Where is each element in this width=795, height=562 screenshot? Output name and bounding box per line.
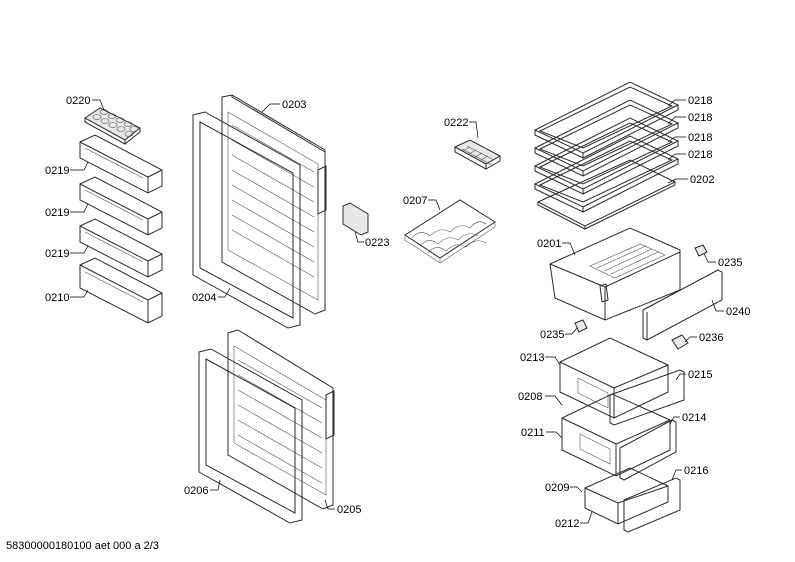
drawer-front-0215: [609, 369, 685, 426]
callout-0209: 0209: [545, 482, 569, 494]
callout-0208: 0208: [518, 391, 542, 403]
door-shelf-0219-top: [79, 134, 163, 194]
leader-lines: [70, 99, 724, 524]
part-0223: [342, 202, 369, 236]
callout-0215: 0215: [688, 369, 712, 381]
callout-0218-1: 0218: [688, 95, 712, 107]
callout-0240: 0240: [726, 306, 750, 318]
crisper-drawer-0201: [549, 227, 681, 321]
callout-0218-2: 0218: [688, 112, 712, 124]
clip-0236: [671, 334, 689, 350]
ice-tray-0222: [453, 139, 502, 170]
drawer-front-0216: [623, 477, 681, 533]
callout-0219-lower: 0219: [45, 248, 69, 260]
door-shelf-0219-lower: [79, 218, 163, 278]
lower-door-0205: [227, 329, 335, 510]
glass-shelf-0218-2: [533, 99, 680, 177]
door-gasket-0204: [192, 111, 301, 329]
callout-0219-top: 0219: [45, 165, 69, 177]
callout-0210: 0210: [45, 292, 69, 304]
callout-0236: 0236: [699, 332, 723, 344]
callout-0223: 0223: [365, 237, 389, 249]
callout-0201: 0201: [537, 238, 561, 250]
drawer-front-0214: [619, 419, 677, 481]
callout-0213: 0213: [520, 352, 544, 364]
callout-0235-lower: 0235: [540, 329, 564, 341]
bottle-rack-0207: [404, 199, 496, 264]
glass-shelf-0218-4: [533, 135, 680, 213]
callout-0216: 0216: [684, 465, 708, 477]
freezer-drawer-0211: [561, 393, 671, 477]
callout-0235-upper: 0235: [718, 257, 742, 269]
freezer-drawer-0212: [584, 467, 669, 525]
clip-0235-upper: [694, 244, 708, 257]
document-id-footer: 58300000180100 aet 000 a 2/3: [6, 540, 159, 552]
glass-shelf-0218-1: [533, 81, 680, 159]
callout-0205: 0205: [337, 504, 361, 516]
glass-plate-0202: [536, 159, 677, 230]
upper-door-0203: [221, 94, 327, 315]
egg-tray-0220: [84, 107, 141, 145]
callout-0219-middle: 0219: [45, 207, 69, 219]
freezer-drawer-0213: [559, 337, 669, 419]
callout-0214: 0214: [682, 412, 706, 424]
callout-0218-3: 0218: [688, 132, 712, 144]
callout-0211: 0211: [521, 427, 545, 439]
callout-0204: 0204: [192, 292, 216, 304]
callout-0212: 0212: [555, 518, 579, 530]
door-shelf-0219-middle: [79, 176, 163, 236]
door-gasket-0206: [198, 348, 303, 524]
callout-0206: 0206: [184, 485, 208, 497]
callout-0203: 0203: [282, 99, 306, 111]
callout-0222: 0222: [444, 117, 468, 129]
glass-shelf-0218-3: [533, 117, 680, 195]
clip-0235-lower: [574, 319, 588, 333]
callout-0202: 0202: [690, 174, 714, 186]
front-panel-0240: [642, 269, 723, 341]
callout-labels: 0220 0219 0219 0219 0210 0203 0204 0223 …: [45, 95, 750, 530]
door-shelf-0210: [79, 257, 163, 324]
callout-0218-4: 0218: [688, 149, 712, 161]
callout-0207: 0207: [403, 195, 427, 207]
callout-0220: 0220: [66, 95, 90, 107]
